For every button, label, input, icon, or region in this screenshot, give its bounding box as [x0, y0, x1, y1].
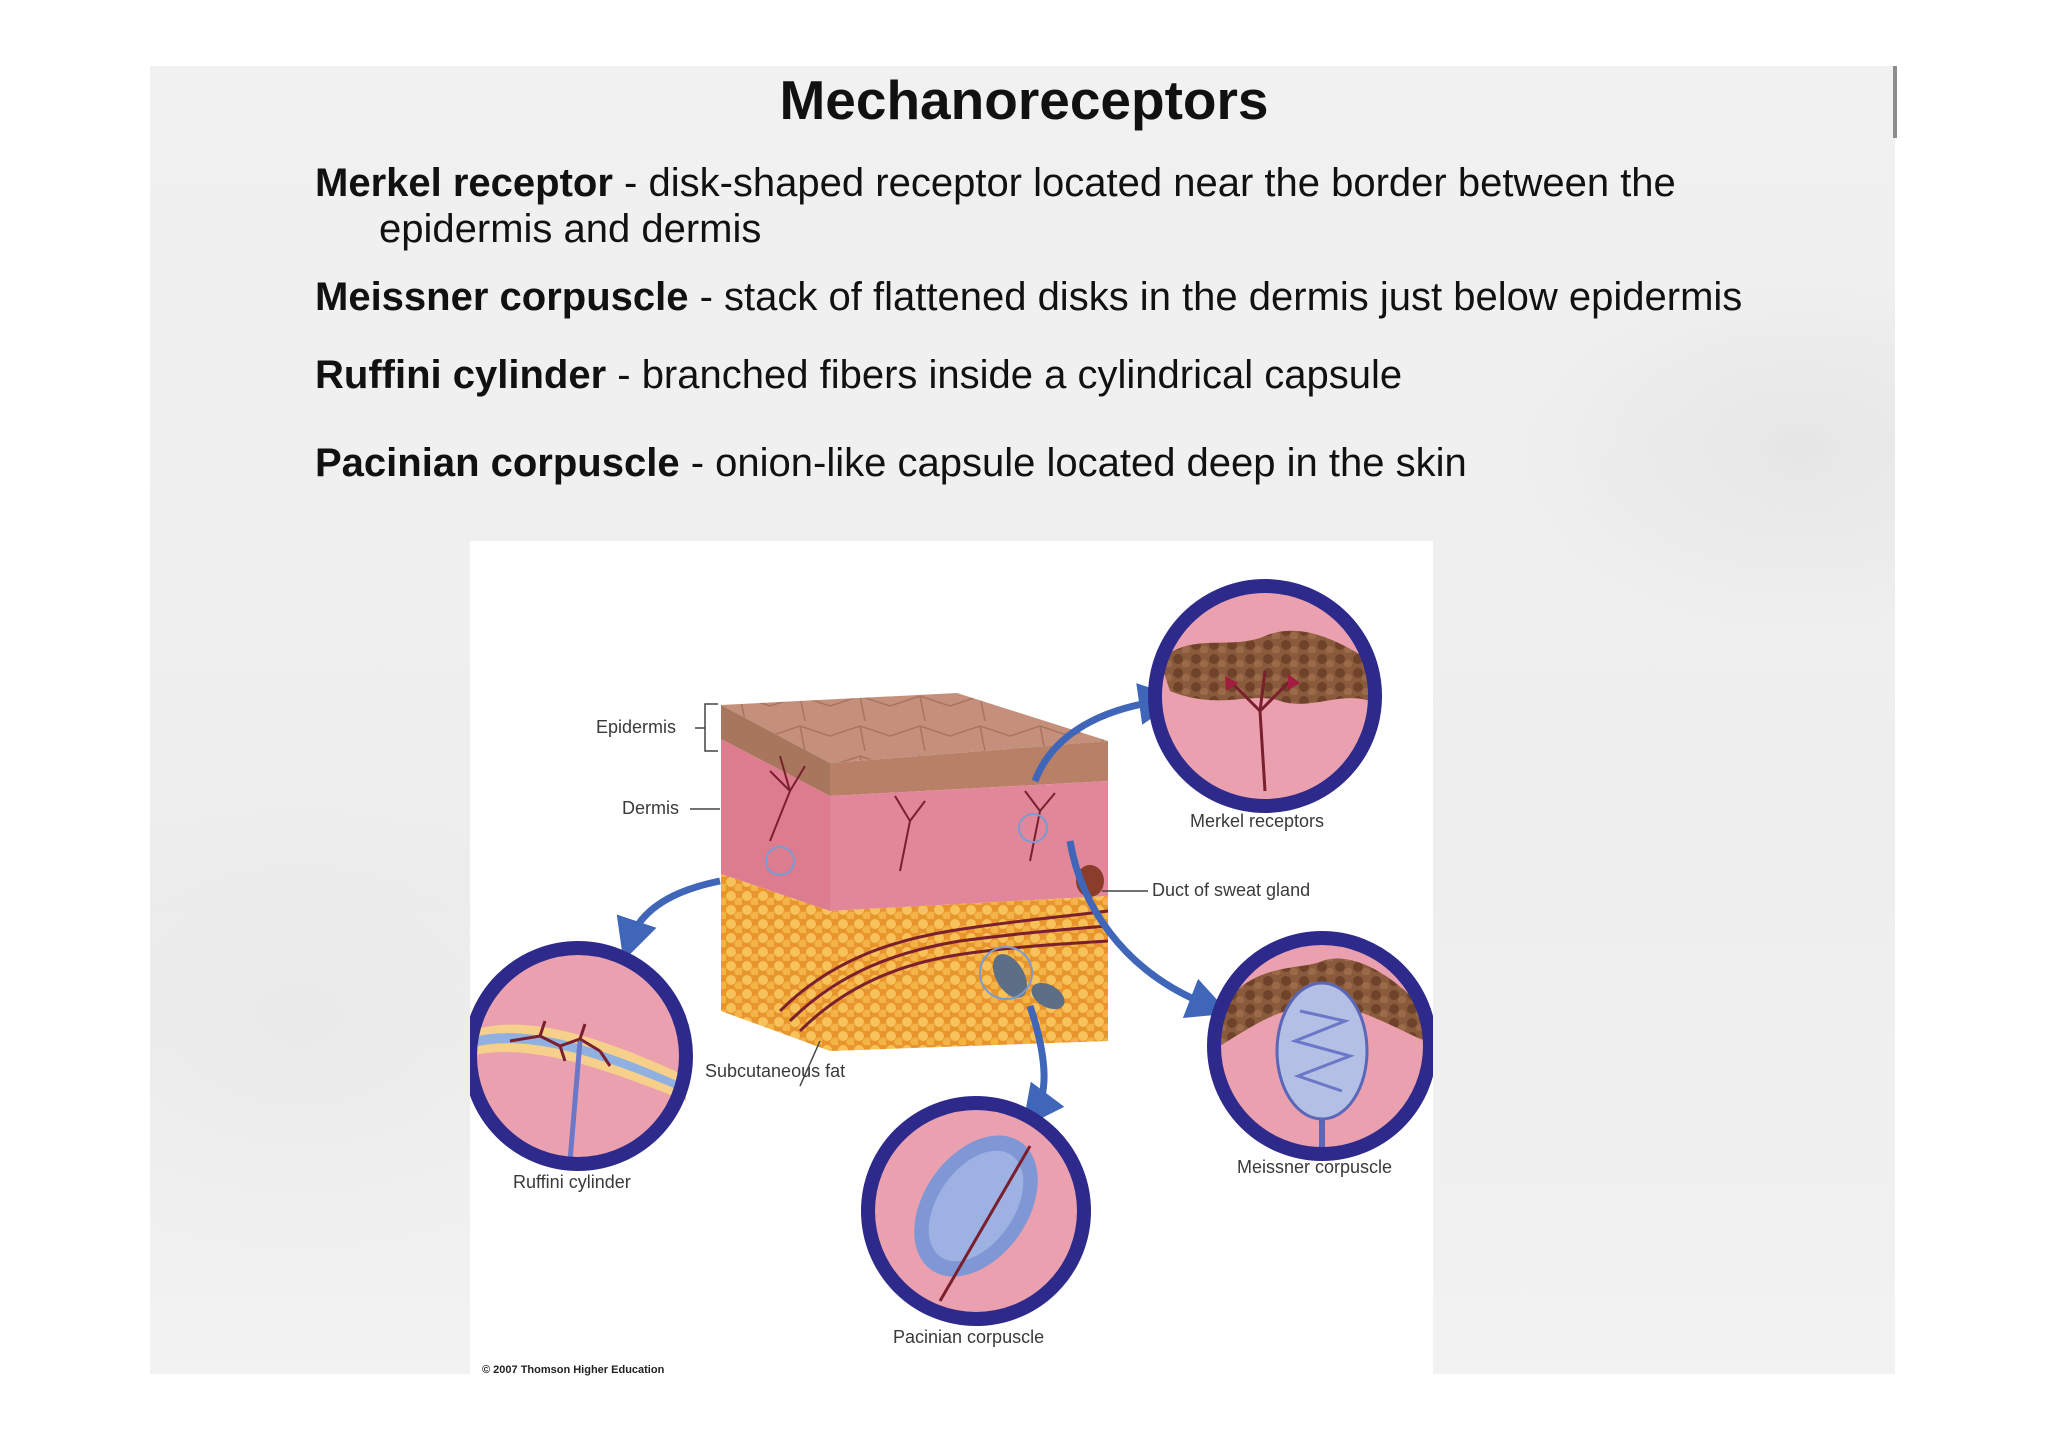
- desc-merkel: - disk-shaped receptor located near the …: [613, 161, 1676, 205]
- term-pacinian: Pacinian corpuscle: [315, 441, 680, 485]
- definition-ruffini: Ruffini cylinder - branched fibers insid…: [315, 352, 1402, 398]
- definition-pacinian: Pacinian corpuscle - onion-like capsule …: [315, 440, 1467, 486]
- definition-meissner: Meissner corpuscle - stack of flattened …: [315, 274, 1742, 320]
- term-meissner: Meissner corpuscle: [315, 275, 689, 319]
- skin-diagram: Epidermis Dermis Subcutaneous fat Merkel…: [470, 541, 1433, 1374]
- label-ruffini-cylinder: Ruffini cylinder: [513, 1172, 631, 1193]
- label-pacinian-corpuscle: Pacinian corpuscle: [893, 1327, 1044, 1348]
- desc-pacinian: - onion-like capsule located deep in the…: [680, 441, 1467, 485]
- label-merkel-receptors: Merkel receptors: [1190, 811, 1324, 832]
- arrow-to-ruffini: [630, 881, 720, 941]
- desc-ruffini: - branched fibers inside a cylindrical c…: [606, 353, 1402, 397]
- term-ruffini: Ruffini cylinder: [315, 353, 606, 397]
- ruffini-inset: [470, 948, 686, 1164]
- label-dermis: Dermis: [622, 798, 679, 819]
- label-meissner-corpuscle: Meissner corpuscle: [1237, 1157, 1392, 1178]
- copyright-notice: © 2007 Thomson Higher Education: [482, 1364, 664, 1376]
- dermis-front: [830, 781, 1108, 911]
- merkel-inset: [1155, 586, 1375, 806]
- fat-front: [830, 896, 1108, 1051]
- label-subcutaneous-fat: Subcutaneous fat: [705, 1061, 845, 1082]
- definition-merkel: Merkel receptor - disk-shaped receptor l…: [315, 160, 1676, 252]
- desc-meissner: - stack of flattened disks in the dermis…: [689, 275, 1743, 319]
- pacinian-inset: [868, 1103, 1084, 1319]
- page-title: Mechanoreceptors: [0, 68, 2048, 132]
- skin-block: [721, 693, 1108, 1051]
- label-duct-sweat-gland: Duct of sweat gland: [1152, 880, 1310, 901]
- desc-merkel-continued: epidermis and dermis: [315, 206, 1676, 252]
- skin-diagram-svg: [470, 541, 1433, 1374]
- label-epidermis: Epidermis: [596, 717, 676, 738]
- meissner-inset: [1214, 938, 1430, 1154]
- term-merkel: Merkel receptor: [315, 161, 613, 205]
